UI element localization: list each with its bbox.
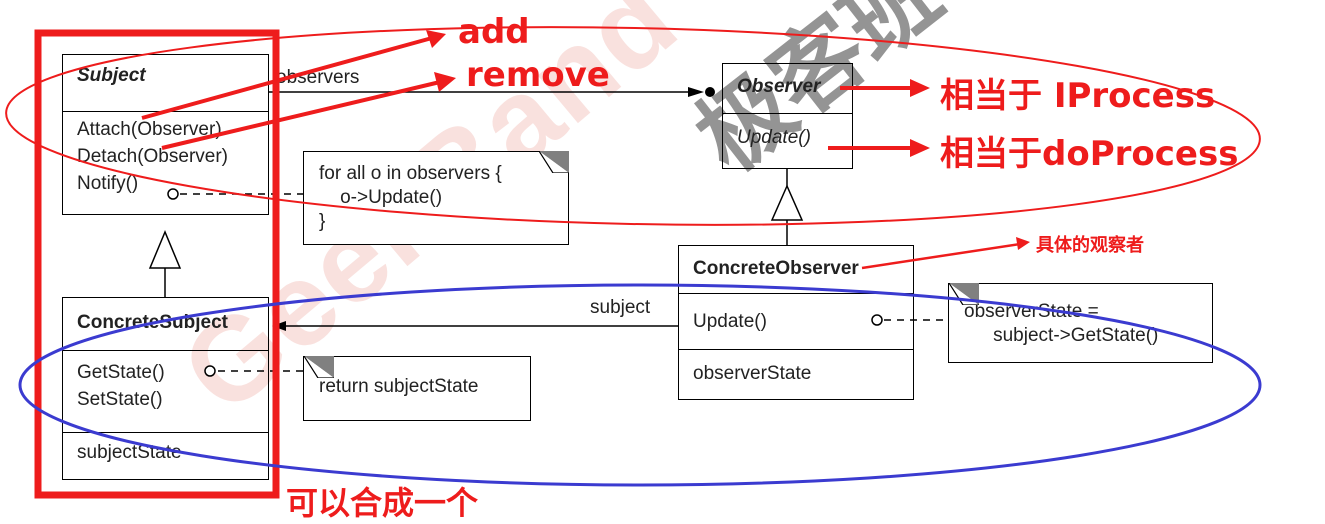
observer-class: Observer Update(): [722, 63, 853, 169]
observers-role-label: observers: [276, 67, 360, 88]
getstate-operation: GetState(): [77, 362, 165, 383]
subject-operations: Attach(Observer) Detach(Observer) Notify…: [63, 112, 268, 197]
subject-class: Subject Attach(Observer) Detach(Observer…: [62, 54, 269, 215]
doprocess-arrow-head: [910, 139, 930, 157]
iprocess-annotation: 相当于 IProcess: [940, 76, 1216, 116]
detach-operation: Detach(Observer): [77, 146, 228, 167]
concrete-observer-annotation: 具体的观察者: [1036, 235, 1144, 256]
concrete-observer-name: ConcreteObserver: [693, 258, 859, 279]
observerstate-attribute: observerState: [693, 363, 812, 384]
observer-operations: Update(): [723, 114, 852, 151]
attach-operation: Attach(Observer): [77, 119, 222, 140]
iprocess-arrow-head: [910, 79, 930, 97]
notify-operation: Notify(): [77, 173, 139, 194]
doprocess-annotation: 相当于doProcess: [940, 134, 1239, 174]
observer-class-name: Observer: [737, 76, 821, 97]
concrete-subject-operations: GetState() SetState(): [63, 351, 268, 433]
notify-note-line-1: for all o in observers {: [319, 163, 502, 184]
subject-role-label: subject: [590, 297, 651, 318]
interface-red-ellipse: [5, 26, 1261, 226]
update-note-line-2: subject->GetState(): [972, 325, 1159, 346]
subject-class-name: Subject: [77, 65, 146, 86]
concrete-observer-arrow-head: [1016, 237, 1030, 250]
setstate-operation: SetState(): [77, 389, 163, 410]
add-annotation: add: [458, 12, 530, 52]
add-arrow-head: [426, 30, 446, 48]
getstate-note: return subjectState: [303, 356, 531, 421]
notify-note-fold-icon: [539, 151, 569, 173]
remove-annotation: remove: [466, 55, 610, 95]
observer-update-operation: Update(): [737, 127, 811, 148]
concrete-observer-arrow-line: [861, 242, 1021, 270]
getstate-note-fold-icon: [304, 356, 334, 378]
concrete-observer-operations: Update(): [679, 294, 913, 350]
concrete-observer-attributes: observerState: [679, 350, 913, 387]
subject-inheritance-triangle: [148, 230, 182, 269]
update-note: observerState = subject->GetState(): [948, 283, 1213, 363]
observer-inheritance-triangle: [770, 184, 804, 221]
notify-note-line-2: o->Update(): [319, 187, 443, 208]
remove-arrow-head: [434, 72, 456, 92]
concrete-observer-update-operation: Update(): [693, 311, 767, 332]
update-note-line-1: observerState =: [964, 301, 1099, 322]
notify-note: for all o in observers { o->Update() }: [303, 151, 569, 245]
observers-multiplicity-dot: [705, 87, 715, 97]
concrete-observer-header: ConcreteObserver: [679, 246, 913, 294]
observers-arrow-head: [688, 87, 704, 97]
concrete-blue-ellipse: [18, 283, 1262, 487]
merge-annotation: 可以合成一个: [286, 484, 479, 522]
getstate-note-line: return subjectState: [319, 376, 479, 397]
remove-arrow-line: [161, 80, 441, 150]
observer-class-header: Observer: [723, 64, 852, 114]
merge-red-rectangle: [34, 29, 280, 499]
concrete-observer-class: ConcreteObserver Update() observerState: [678, 245, 914, 400]
add-arrow-line: [141, 36, 433, 120]
notify-note-line-3: }: [319, 211, 326, 232]
